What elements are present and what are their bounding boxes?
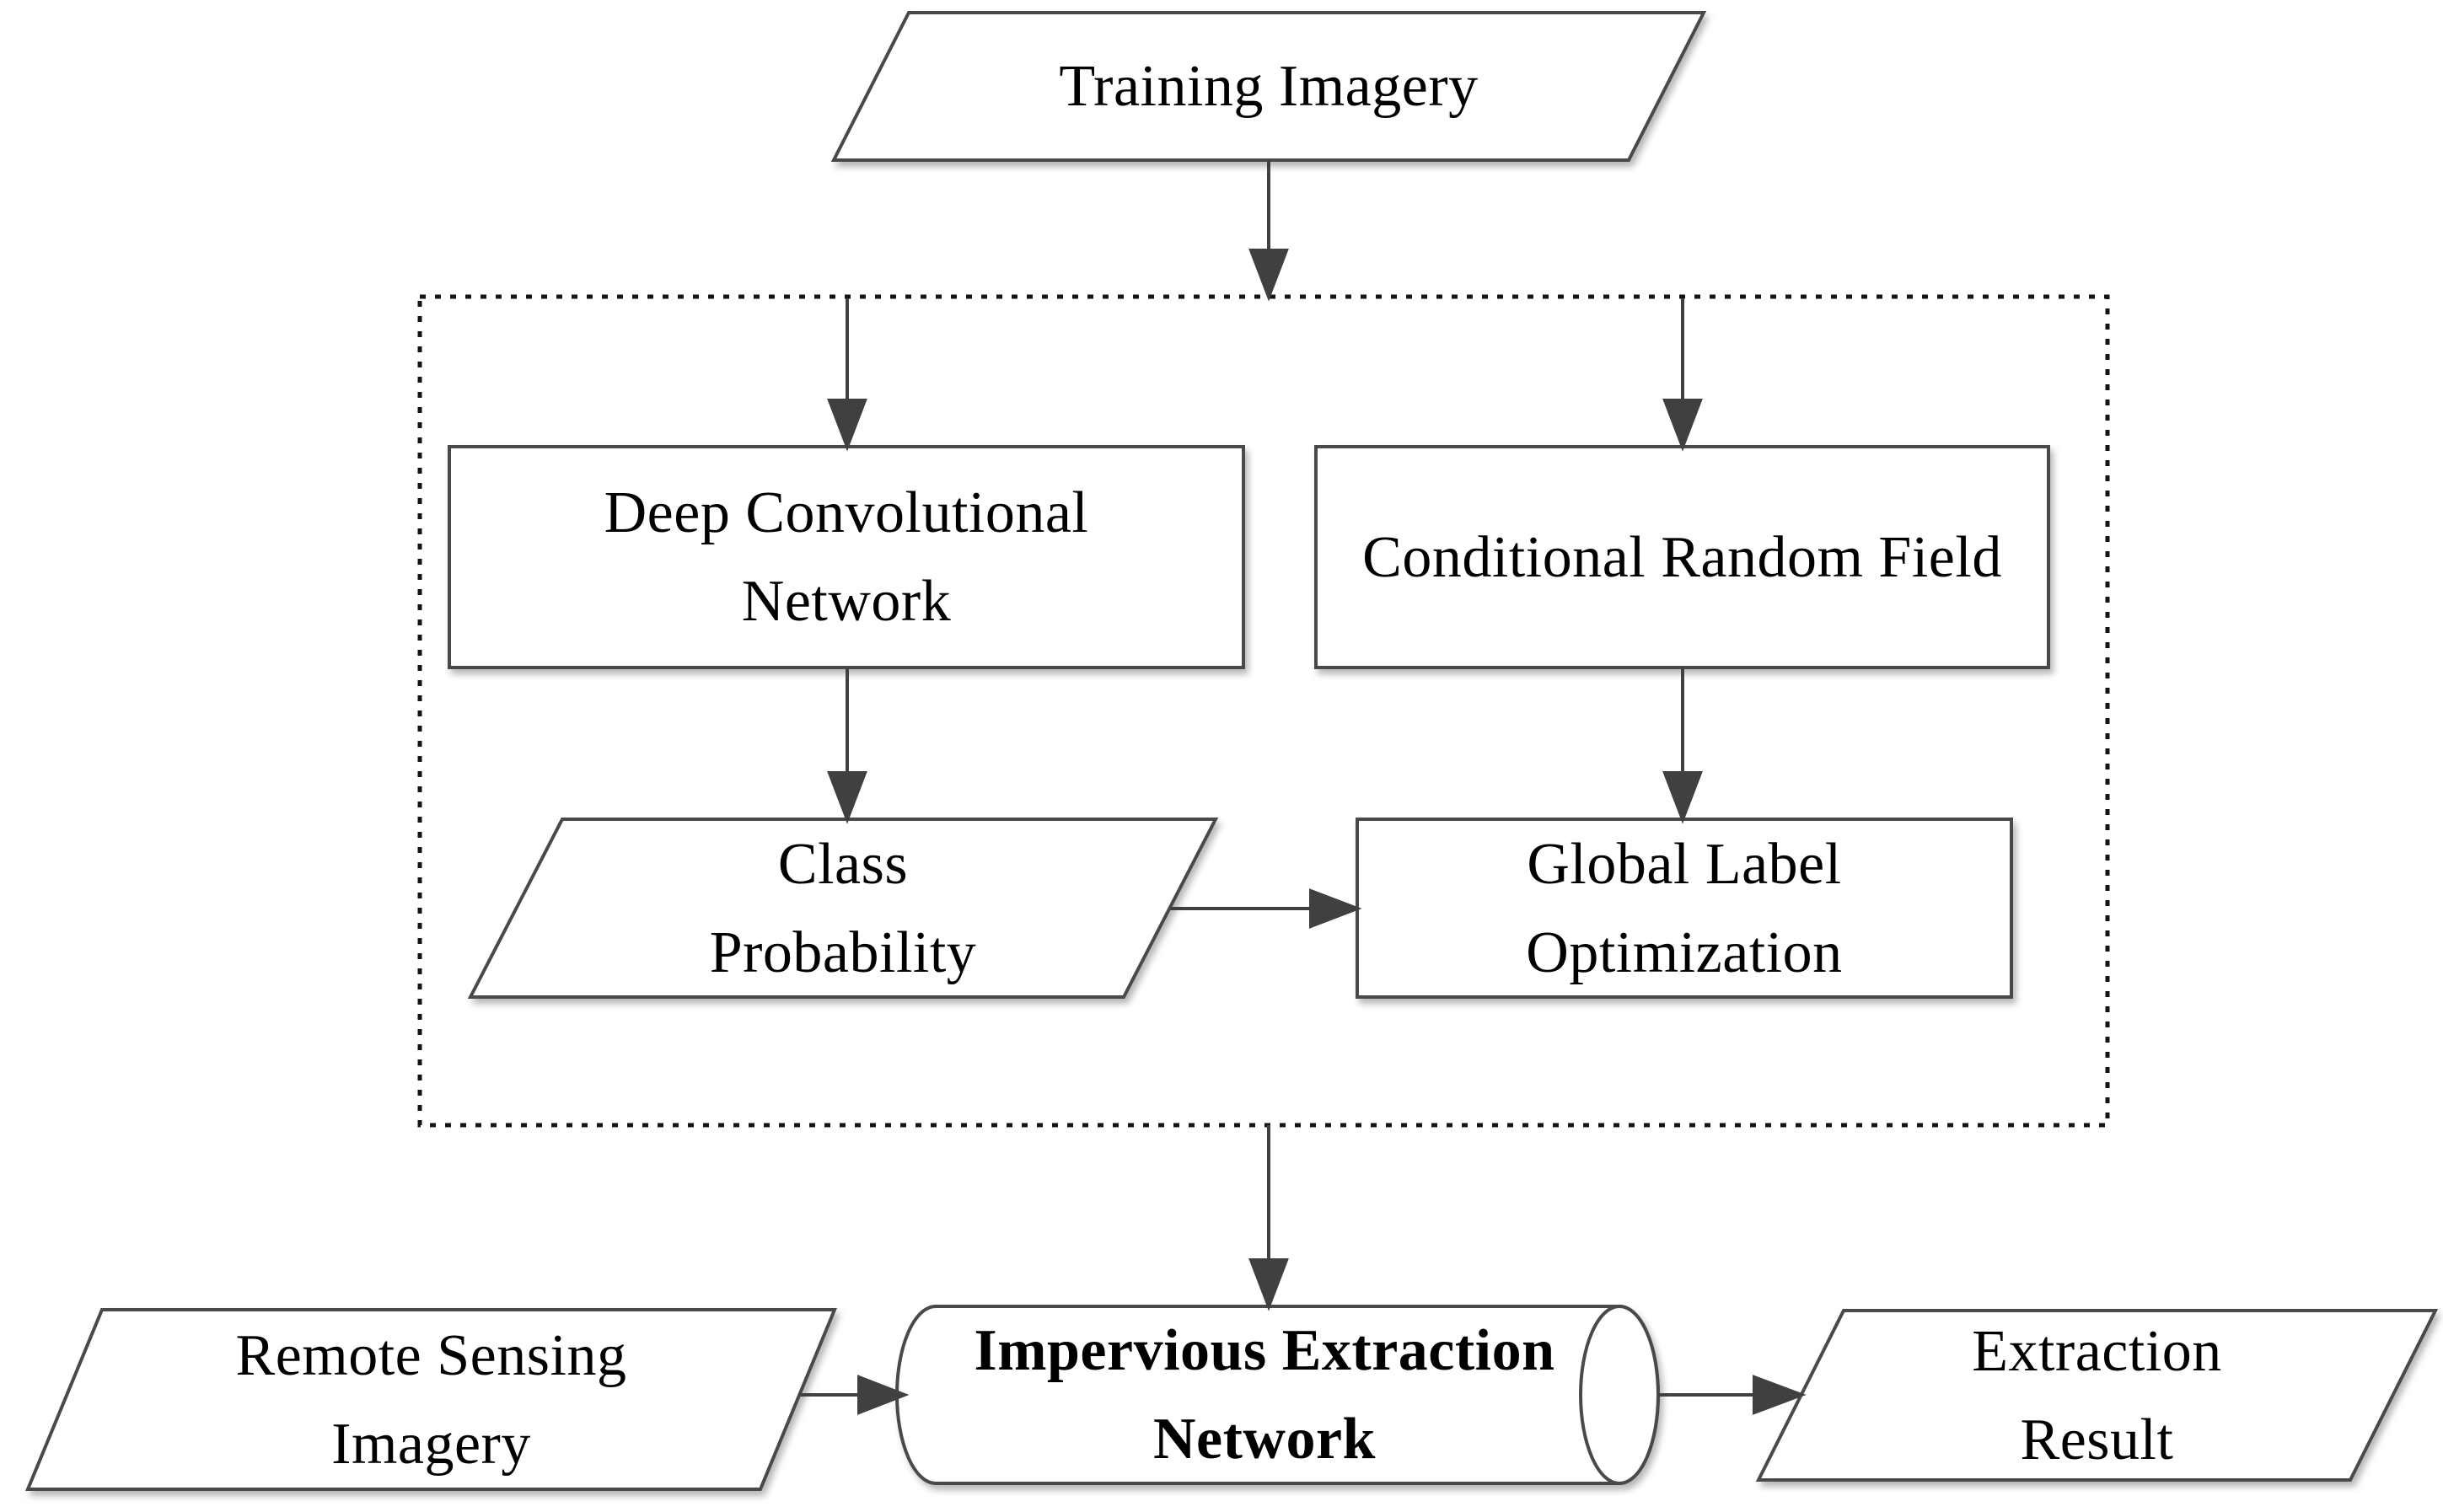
arrow-container-to-conditional-random-field — [1662, 298, 1703, 452]
training-imagery-shape — [830, 11, 1707, 162]
remote-sensing-imagery-shape — [25, 1308, 837, 1491]
arrow-container-to-deep-convolutional-network — [827, 298, 867, 452]
arrow-container-to-impervious-network — [1248, 1125, 1289, 1311]
arrowhead — [1248, 1258, 1289, 1311]
cylinder-end-ellipse — [1579, 1305, 1660, 1485]
arrow-remote-sensing-to-impervious-network — [799, 1375, 910, 1415]
arrowhead — [857, 1375, 910, 1415]
conditional-random-field-shape — [1314, 445, 2050, 669]
arrowhead — [1662, 771, 1703, 824]
deep-convolutional-network-shape — [448, 445, 1245, 669]
arrowhead — [827, 771, 867, 824]
impervious-extraction-network-cylinder — [895, 1305, 1660, 1485]
arrow-dcn-to-class-probability — [827, 668, 867, 824]
class-probability-shape — [467, 818, 1219, 999]
arrow-training-imagery-to-container — [1248, 160, 1289, 302]
extraction-result-shape — [1755, 1309, 2439, 1482]
training-stage-container — [417, 294, 2110, 1128]
arrowhead — [1248, 249, 1289, 302]
arrow-class-probability-to-global-label-optimization — [1170, 888, 1362, 929]
arrow-crf-to-global-label-optimization — [1662, 668, 1703, 824]
arrowhead — [827, 399, 867, 452]
arrowhead — [1309, 888, 1362, 929]
arrow-impervious-network-to-extraction-result — [1658, 1375, 1807, 1415]
global-label-optimization-shape — [1356, 818, 2013, 999]
arrowhead — [1662, 399, 1703, 452]
arrowhead — [1753, 1375, 1807, 1415]
